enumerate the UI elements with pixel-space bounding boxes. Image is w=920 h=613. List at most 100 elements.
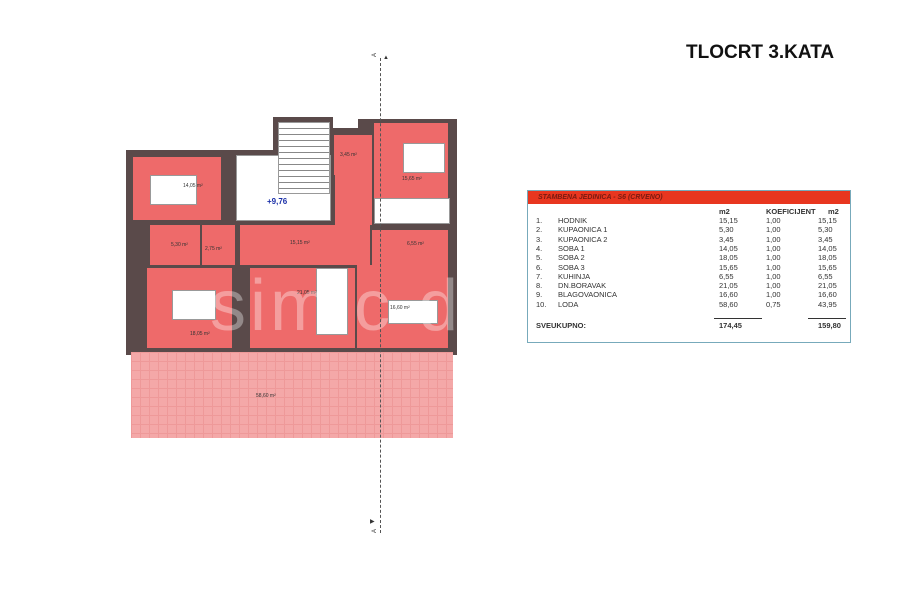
area-label: 15,65 m² bbox=[402, 176, 422, 182]
cell-k: 1,00 bbox=[766, 271, 781, 281]
table-row: 10. LODA 58,60 0,75 43,95 bbox=[528, 300, 850, 309]
room-kuhinja bbox=[372, 230, 448, 265]
col-net-m2: m2 bbox=[828, 207, 839, 216]
cell-no: 3. bbox=[536, 234, 543, 244]
corridor bbox=[335, 175, 372, 225]
total-label: SVEUKUPNO: bbox=[536, 321, 587, 330]
cell-k: 0,75 bbox=[766, 299, 781, 309]
cell-name: KUHINJA bbox=[558, 271, 591, 281]
cell-m2: 16,60 bbox=[719, 290, 738, 300]
cell-net: 18,05 bbox=[818, 253, 837, 263]
area-label: 14,05 m² bbox=[183, 183, 203, 189]
cell-m2: 21,05 bbox=[719, 281, 738, 291]
cell-no: 6. bbox=[536, 262, 543, 272]
table-header: STAMBENA JEDINICA - S6 (CRVENO) bbox=[528, 191, 850, 204]
cell-name: HODNIK bbox=[558, 216, 588, 225]
cell-k: 1,00 bbox=[766, 234, 781, 244]
page-title: TLOCRT 3.KATA bbox=[686, 42, 835, 63]
section-marker-bottom: ▶ bbox=[370, 519, 375, 525]
room-kupaonica2 bbox=[334, 135, 372, 175]
table-row: 2. KUPAONICA 1 5,30 1,00 5,30 bbox=[528, 225, 850, 234]
section-label: A bbox=[372, 528, 379, 534]
table-row: 3. KUPAONICA 2 3,45 1,00 3,45 bbox=[528, 235, 850, 244]
area-label: 6,55 m² bbox=[407, 241, 424, 247]
cell-name: SOBA 3 bbox=[558, 262, 585, 272]
area-label: 15,15 m² bbox=[290, 240, 310, 246]
cell-name: KUPAONICA 1 bbox=[558, 225, 608, 235]
cell-k: 1,00 bbox=[766, 216, 781, 225]
table-row: 1. HODNIK 15,15 1,00 15,15 bbox=[528, 216, 850, 225]
area-label: 5,30 m² bbox=[171, 242, 188, 248]
cell-net: 43,95 bbox=[818, 299, 837, 309]
bed-icon bbox=[172, 290, 216, 320]
cell-net: 16,60 bbox=[818, 290, 837, 300]
elevation-label: +9,76 bbox=[267, 197, 288, 206]
cell-k: 1,00 bbox=[766, 253, 781, 263]
area-label: 21,05 m² bbox=[297, 290, 317, 296]
cell-k: 1,00 bbox=[766, 225, 781, 235]
cell-k: 1,00 bbox=[766, 262, 781, 272]
cell-name: SOBA 2 bbox=[558, 253, 585, 263]
cell-name: SOBA 1 bbox=[558, 243, 585, 253]
cell-net: 21,05 bbox=[818, 281, 837, 291]
area-label: 18,05 m² bbox=[190, 331, 210, 337]
underline bbox=[714, 318, 762, 319]
cell-no: 7. bbox=[536, 271, 543, 281]
cell-net: 15,65 bbox=[818, 262, 837, 272]
cell-m2: 15,15 bbox=[719, 216, 738, 225]
room-loda bbox=[131, 352, 453, 438]
total-net: 159,80 bbox=[818, 321, 841, 330]
stairs bbox=[278, 122, 330, 194]
cell-k: 1,00 bbox=[766, 290, 781, 300]
cell-no: 5. bbox=[536, 253, 543, 263]
underline bbox=[808, 318, 846, 319]
wardrobe bbox=[374, 198, 450, 224]
table-row: 4. SOBA 1 14,05 1,00 14,05 bbox=[528, 244, 850, 253]
cell-net: 3,45 bbox=[818, 234, 833, 244]
bed-icon bbox=[150, 175, 197, 205]
cell-name: LODA bbox=[558, 299, 579, 309]
cell-m2: 14,05 bbox=[719, 243, 738, 253]
cell-m2: 5,30 bbox=[719, 225, 734, 235]
cell-net: 14,05 bbox=[818, 243, 837, 253]
room-hodnik bbox=[240, 225, 370, 265]
cell-no: 9. bbox=[536, 290, 543, 300]
cell-net: 15,15 bbox=[818, 216, 837, 225]
cell-name: DN.BORAVAK bbox=[558, 281, 607, 291]
total-m2: 174,45 bbox=[719, 321, 742, 330]
cell-name: KUPAONICA 2 bbox=[558, 234, 608, 244]
cell-name: BLAGOVAONICA bbox=[558, 290, 618, 300]
cell-no: 2. bbox=[536, 225, 543, 235]
cell-no: 8. bbox=[536, 281, 543, 291]
cell-k: 1,00 bbox=[766, 281, 781, 291]
cell-net: 5,30 bbox=[818, 225, 833, 235]
table-column-headers: m2 KOEFICIJENT m2 bbox=[528, 207, 850, 216]
cell-m2: 3,45 bbox=[719, 234, 734, 244]
area-table: STAMBENA JEDINICA - S6 (CRVENO) m2 KOEFI… bbox=[527, 190, 851, 343]
cell-no: 10. bbox=[536, 299, 547, 309]
cell-no: 1. bbox=[536, 216, 543, 225]
room-kupaonica1 bbox=[150, 225, 200, 265]
table-row: 9. BLAGOVAONICA 16,60 1,00 16,60 bbox=[528, 290, 850, 299]
col-m2: m2 bbox=[719, 207, 730, 216]
cell-no: 4. bbox=[536, 243, 543, 253]
table-row: 8. DN.BORAVAK 21,05 1,00 21,05 bbox=[528, 281, 850, 290]
section-marker-top: ▲ bbox=[383, 55, 389, 61]
room-predsoblje bbox=[202, 225, 235, 265]
cell-k: 1,00 bbox=[766, 243, 781, 253]
dining-table-icon bbox=[388, 300, 438, 324]
cell-m2: 15,65 bbox=[719, 262, 738, 272]
area-label: 16,60 m² bbox=[390, 305, 410, 311]
area-label: 58,60 m² bbox=[256, 393, 276, 399]
bed-icon bbox=[403, 143, 445, 173]
cell-m2: 6,55 bbox=[719, 271, 734, 281]
sofa-icon bbox=[316, 268, 348, 335]
area-label: 2,75 m² bbox=[205, 246, 222, 252]
col-koeficijent: KOEFICIJENT bbox=[766, 207, 816, 216]
section-label: A bbox=[372, 52, 379, 58]
cell-m2: 58,60 bbox=[719, 299, 738, 309]
table-row: 6. SOBA 3 15,65 1,00 15,65 bbox=[528, 263, 850, 272]
section-line bbox=[380, 58, 381, 533]
